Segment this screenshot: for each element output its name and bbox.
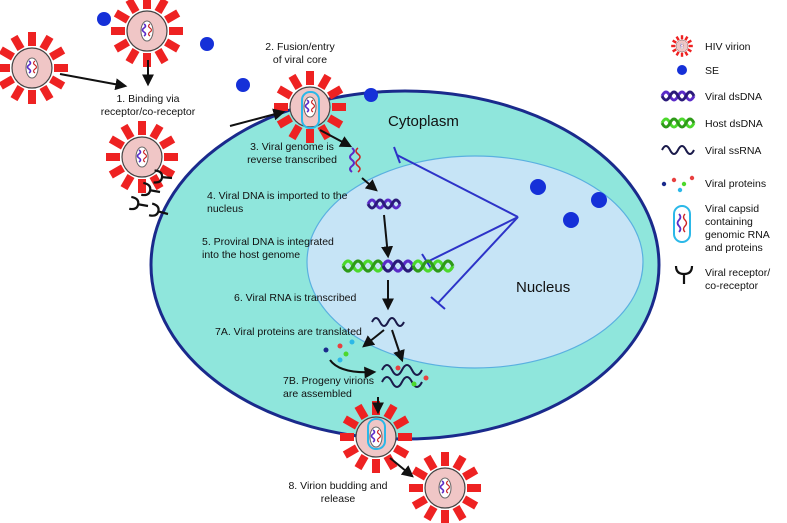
step-7a-label: 7A. Viral proteins are translated bbox=[215, 326, 362, 338]
legend-viral-proteins-icon bbox=[661, 175, 695, 193]
legend-host-dsdna-icon bbox=[660, 117, 696, 129]
step-6-label: 6. Viral RNA is transcribed bbox=[234, 292, 357, 304]
cytoplasm-label: Cytoplasm bbox=[388, 113, 459, 130]
legend-viral-dsdna-label: Viral dsDNA bbox=[705, 91, 762, 103]
viral-genome-icon bbox=[349, 147, 361, 173]
legend-host-dsdna-label: Host dsDNA bbox=[705, 118, 763, 130]
nucleus-label: Nucleus bbox=[516, 279, 570, 296]
viral-protein-dots bbox=[323, 339, 355, 363]
legend-receptor-icon bbox=[674, 265, 694, 284]
hiv-virion-icon bbox=[105, 120, 179, 194]
hiv-virion-icon bbox=[110, 0, 184, 68]
legend-receptor-label: Viral receptor/ co-receptor bbox=[705, 267, 773, 292]
legend-viral-ssrna-label: Viral ssRNA bbox=[705, 145, 761, 157]
capsid-icon bbox=[367, 418, 386, 450]
legend-se-label: SE bbox=[705, 65, 719, 77]
legend-viral-proteins-label: Viral proteins bbox=[705, 178, 766, 190]
capsid-icon bbox=[301, 91, 320, 129]
legend-hiv-virion-label: HIV virion bbox=[705, 41, 751, 53]
legend-viral-dsdna-icon bbox=[660, 90, 696, 102]
legend-capsid-icon bbox=[673, 205, 691, 243]
viral-ssrna-icon bbox=[371, 317, 405, 327]
inhibition-lines bbox=[393, 146, 519, 310]
legend-hiv-virion-icon bbox=[670, 34, 694, 58]
integrated-provirus-icon bbox=[341, 259, 455, 273]
se-dots bbox=[97, 12, 607, 228]
hiv-virion-icon bbox=[0, 31, 69, 105]
process-arrows bbox=[59, 60, 414, 478]
hiv-virion-icon bbox=[408, 451, 482, 523]
receptor-icon bbox=[128, 195, 151, 214]
legend-capsid-label: Viral capsid containing genomic RNA and … bbox=[705, 203, 772, 254]
legend: HIV virion SE Viral dsDNA Host dsDNA Vir… bbox=[660, 34, 773, 292]
viral-dsdna-icon bbox=[366, 198, 402, 210]
assembly-protein-dots bbox=[395, 365, 429, 387]
legend-se-icon bbox=[677, 65, 687, 75]
legend-viral-ssrna-icon bbox=[661, 145, 695, 155]
